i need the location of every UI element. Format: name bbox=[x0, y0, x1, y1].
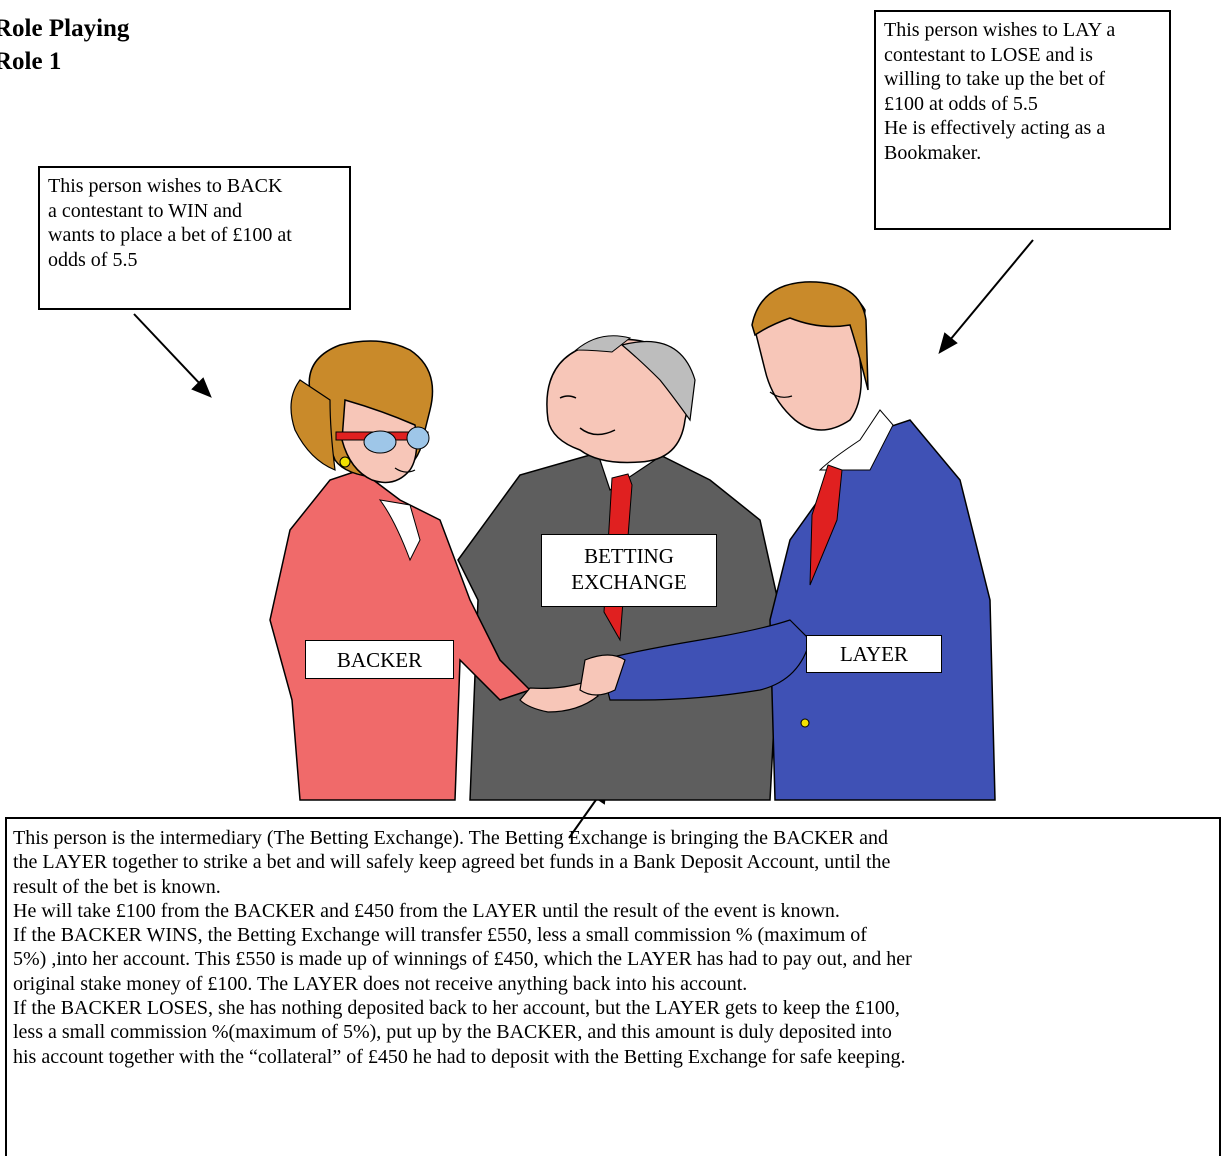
description-line: 5%) ,into her account. This £550 is made… bbox=[13, 948, 912, 971]
layer-label-text: LAYER bbox=[839, 642, 909, 666]
description-line: result of the bet is known. bbox=[13, 875, 221, 898]
layer-callout-line: £100 at odds of 5.5 bbox=[884, 92, 1038, 115]
layer-callout-line: This person wishes to LAY a bbox=[884, 19, 1116, 41]
description-line: This person is the intermediary (The Bet… bbox=[13, 827, 888, 849]
exchange-label: BETTING EXCHANGE bbox=[541, 534, 717, 607]
arrow-layer-head bbox=[938, 332, 958, 355]
backer-callout-line: wants to place a bet of £100 at bbox=[48, 224, 292, 246]
layer-callout: This person wishes to LAY a contestant t… bbox=[874, 10, 1171, 230]
layer-callout-line: Bookmaker. bbox=[884, 141, 982, 164]
arrow-backer-head bbox=[191, 377, 212, 398]
page-title: Role Playing bbox=[0, 14, 129, 44]
backer-woman bbox=[269, 340, 599, 801]
backer-label-text: BACKER bbox=[336, 648, 423, 672]
title-line-1: Role Playing bbox=[0, 15, 130, 42]
page-subtitle: Role 1 bbox=[0, 47, 61, 77]
exchange-description: This person is the intermediary (The Bet… bbox=[5, 817, 1221, 1156]
layer-callout-line: He is effectively acting as a bbox=[884, 117, 1106, 139]
backer-label: BACKER bbox=[305, 640, 454, 679]
title-line-2: Role 1 bbox=[0, 48, 62, 75]
description-line: his account together with the “collatera… bbox=[13, 1045, 906, 1068]
backer-callout-line: odds of 5.5 bbox=[48, 248, 138, 271]
exchange-label-line: BETTING bbox=[584, 544, 674, 568]
description-line: If the BACKER WINS, the Betting Exchange… bbox=[13, 924, 867, 947]
layer-callout-line: contestant to LOSE and is bbox=[884, 43, 1093, 66]
description-line: the LAYER together to strike a bet and w… bbox=[13, 851, 891, 874]
layer-callout-line: willing to take up the bet of bbox=[884, 68, 1106, 90]
description-line: less a small commission %(maximum of 5%)… bbox=[13, 1021, 892, 1044]
layer-label: LAYER bbox=[806, 635, 942, 673]
exchange-label-line: EXCHANGE bbox=[571, 570, 687, 594]
arrow-layer bbox=[949, 239, 1034, 341]
arrow-backer bbox=[133, 313, 203, 387]
backer-callout-line: This person wishes to BACK bbox=[48, 175, 283, 197]
description-line: He will take £100 from the BACKER and £4… bbox=[13, 899, 840, 922]
layer-man bbox=[579, 281, 996, 801]
description-line: original stake money of £100. The LAYER … bbox=[13, 972, 748, 995]
description-line: If the BACKER LOSES, she has nothing dep… bbox=[13, 997, 900, 1020]
backer-callout: This person wishes to BACK a contestant … bbox=[38, 166, 351, 310]
backer-callout-line: a contestant to WIN and bbox=[48, 199, 243, 222]
